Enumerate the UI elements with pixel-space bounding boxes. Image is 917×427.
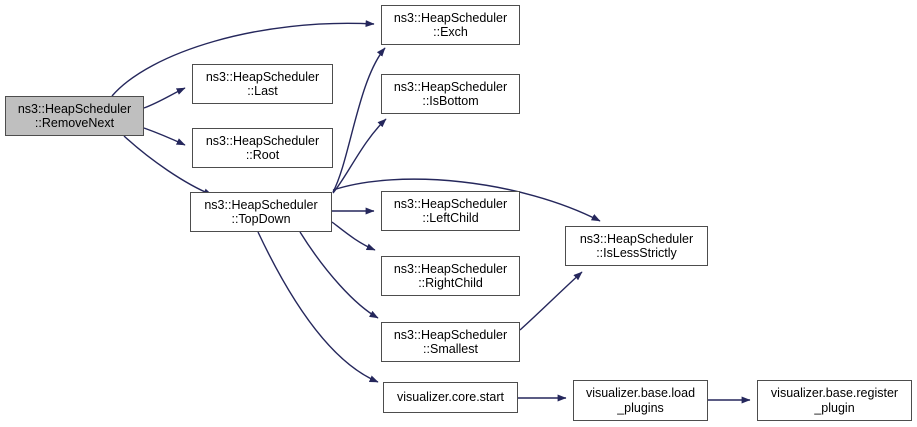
edge-removenext-to-topdown [123,135,213,196]
edge-removenext-to-last [143,87,186,109]
node-rightchild[interactable]: ns3::HeapScheduler ::RightChild [381,256,520,296]
node-label: ns3::HeapScheduler ::Smallest [393,327,508,357]
node-visualizer_base_load_plugins[interactable]: visualizer.base.load _plugins [573,380,708,421]
node-islessstrictly[interactable]: ns3::HeapScheduler ::IsLessStrictly [565,226,708,266]
edge-topdown-to-isbottom [332,118,387,194]
edge-topdown-to-rightchild [331,221,376,251]
node-label: ns3::HeapScheduler ::RightChild [393,261,508,291]
edge-topdown-to-islessstrictly [332,178,601,222]
node-leftchild[interactable]: ns3::HeapScheduler ::LeftChild [381,191,520,231]
node-label: ns3::HeapScheduler ::Root [205,133,320,163]
edge-smallest-to-islessstrictly [519,271,583,331]
node-last[interactable]: ns3::HeapScheduler ::Last [192,64,333,104]
node-label: visualizer.base.load _plugins [585,386,696,415]
node-root[interactable]: ns3::HeapScheduler ::Root [192,128,333,168]
edge-removenext-to-exch [111,20,375,97]
edge-topdown-to-exch [332,47,386,193]
edge-removenext-to-root [143,127,186,146]
node-visualizer_base_register_plugin[interactable]: visualizer.base.register _plugin [757,380,912,421]
edge-topdown-to-smallest [299,231,379,319]
node-label: ns3::HeapScheduler ::Last [205,69,320,99]
node-removenext[interactable]: ns3::HeapScheduler ::RemoveNext [5,96,144,136]
node-label: visualizer.base.register _plugin [770,386,899,415]
node-label: ns3::HeapScheduler ::LeftChild [393,196,508,226]
node-exch[interactable]: ns3::HeapScheduler ::Exch [381,5,520,45]
node-topdown[interactable]: ns3::HeapScheduler ::TopDown [190,192,332,232]
node-label: ns3::HeapScheduler ::Exch [393,10,508,40]
node-label: ns3::HeapScheduler ::IsLessStrictly [579,231,694,261]
node-label: ns3::HeapScheduler ::TopDown [204,197,318,227]
edge-topdown-to-visualizer_core_start [257,231,379,383]
node-isbottom[interactable]: ns3::HeapScheduler ::IsBottom [381,74,520,114]
node-label: ns3::HeapScheduler ::RemoveNext [17,101,132,131]
node-label: ns3::HeapScheduler ::IsBottom [393,79,508,109]
node-visualizer_core_start[interactable]: visualizer.core.start [383,382,518,413]
node-smallest[interactable]: ns3::HeapScheduler ::Smallest [381,322,520,362]
node-label: visualizer.core.start [397,390,504,405]
